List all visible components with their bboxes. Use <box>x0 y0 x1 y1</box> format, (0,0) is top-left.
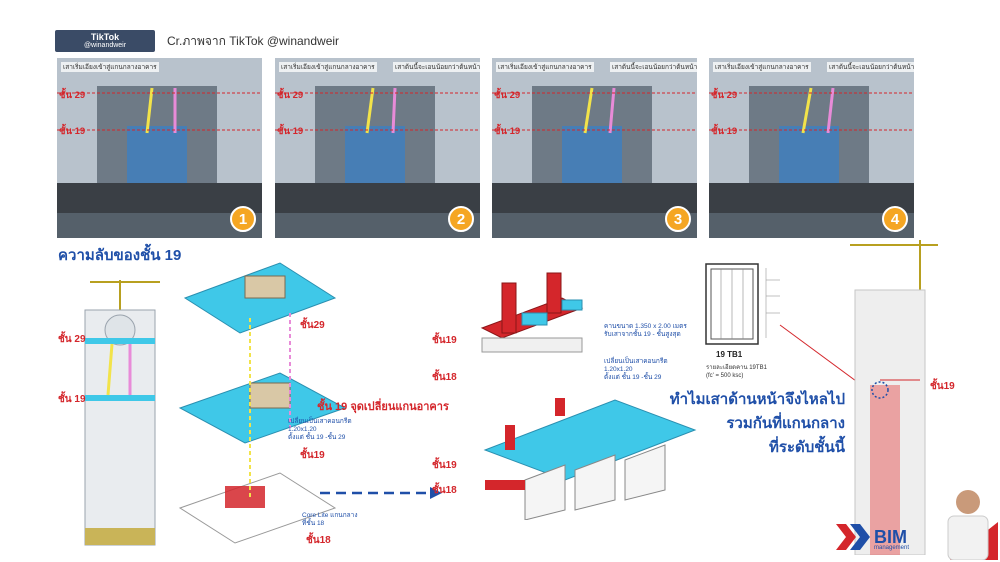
frame-1-floor-19: ชั้น 19 <box>59 126 86 137</box>
why-line-1: ทำไมเสาด้านหน้าจึงไหลไป <box>669 391 845 408</box>
frame-1-floor-29: ชั้น 29 <box>59 90 86 101</box>
bim-chevrons-icon <box>836 524 870 550</box>
frame-4-floor-19: ชั้น 19 <box>711 126 738 137</box>
why-line-2: รวมกันที่แกนกลาง <box>726 415 845 432</box>
tiktok-logo: TikTok @winandweir <box>55 30 155 52</box>
frame-3-floor-29: ชั้น 29 <box>494 90 521 101</box>
exploded-floors-view <box>178 262 347 544</box>
building-photo-3 <box>492 58 697 238</box>
image-credit: Cr.ภาพจาก TikTok @winandweir <box>167 33 340 48</box>
frame-4-caption-left: เสาเริ่มเอียงเข้าสู่แกนกลางอาคาร <box>713 62 811 72</box>
beam-section-subtitle: รายละเอียดคาน 19TB1 (fc' = 500 ksc) <box>706 365 767 381</box>
photo-frame-2: เสาเริ่มเอียงเข้าสู่แกนกลางอาคาร เสาต้นน… <box>275 58 480 238</box>
frame-2-floor-19: ชั้น 19 <box>277 126 304 137</box>
detail-floor-19-bottom: ชั้น19 <box>432 460 457 471</box>
left-building-floor-19: ชั้น 19 <box>58 394 86 405</box>
beam-section-title: 19 TB1 <box>716 350 743 359</box>
core-structure-detail <box>483 398 697 520</box>
photo-frame-3: เสาเริ่มเอียงเข้าสู่แกนกลางอาคาร เสาต้นน… <box>492 58 697 238</box>
frame-3-caption-left: เสาเริ่มเอียงเข้าสู่แกนกลางอาคาร <box>496 62 594 72</box>
section-title: ความลับของชั้น 19 <box>58 247 182 264</box>
bim-logo-text: BIM <box>874 527 907 547</box>
beam-section-drawing <box>705 263 780 345</box>
transfer-floor-title: ชั้น 19 จุดเปลี่ยนแกนอาคาร <box>317 401 449 413</box>
frame-3-floor-19: ชั้น 19 <box>494 126 521 137</box>
right-building-floor-19: ชั้น19 <box>930 381 955 392</box>
tiktok-logo-handle: @winandweir <box>83 42 127 49</box>
photo-frame-1: เสาเริ่มเอียงเข้าสู่แกนกลางอาคาร ชั้น 29… <box>57 58 262 238</box>
photo-frame-4: เสาเริ่มเอียงเข้าสู่แกนกลางอาคาร เสาต้นน… <box>709 58 914 238</box>
frame-4-floor-29: ชั้น 29 <box>711 90 738 101</box>
exploded-floor-18: ชั้น18 <box>306 535 331 546</box>
detail-floor-18-top: ชั้น18 <box>432 372 457 383</box>
tiktok-logo-name: TikTok <box>90 32 120 42</box>
frame-4-caption-right: เสาต้นนี้จะเอนน้อยกว่าต้นหน้า <box>827 62 914 72</box>
header: TikTok @winandweir Cr.ภาพจาก TikTok @win… <box>55 30 339 52</box>
frame-1-caption-left: เสาเริ่มเอียงเข้าสู่แกนกลางอาคาร <box>61 62 159 72</box>
frame-3-caption-right: เสาต้นนี้จะเอนน้อยกว่าต้นหน้า <box>610 62 697 72</box>
frame-3-number-badge: 3 <box>665 206 691 232</box>
left-building-model <box>84 280 160 546</box>
beam-size-note: คานขนาด 1.350 x 2.00 เมตร รับเสาจากชั้น … <box>604 323 687 339</box>
frame-4-number-badge: 4 <box>882 206 908 232</box>
column-size-note: เปลี่ยนเป็นเสาคอนกรีต 1.20x1.20 ตั้งแต่ … <box>604 358 668 382</box>
beam-section-spec: (fc' = 500 ksc) <box>706 372 744 379</box>
transfer-column-note: เปลี่ยนเป็นเสาคอนกรีต 1.20x1.20 ตั้งแต่ … <box>288 418 352 442</box>
beam-section-subtitle-text: รายละเอียดคาน 19TB1 <box>706 365 767 371</box>
frame-2-number-badge: 2 <box>448 206 474 232</box>
building-photo-1 <box>57 58 262 238</box>
bim-logo: BIM management <box>836 523 910 551</box>
exploded-floor-19: ชั้น19 <box>300 450 325 461</box>
frame-1-number-badge: 1 <box>230 206 256 232</box>
detail-floor-18-bottom: ชั้น18 <box>432 485 457 496</box>
left-building-floor-29: ชั้น 29 <box>58 334 86 345</box>
building-photo-4 <box>709 58 914 238</box>
bim-logo-subtext: management <box>874 545 910 551</box>
presenter-photo <box>947 490 998 560</box>
building-photo-2 <box>275 58 480 238</box>
frame-2-caption-right: เสาต้นนี้จะเอนน้อยกว่าต้นหน้า <box>393 62 480 72</box>
transfer-beam-detail <box>480 272 584 353</box>
frame-2-floor-29: ชั้น 29 <box>277 90 304 101</box>
detail-floor-19-top: ชั้น19 <box>432 335 457 346</box>
dashed-arrow <box>320 487 442 499</box>
why-line-3: ที่ระดับชั้นนี้ <box>769 439 845 456</box>
core-lite-note: Core Lite แกนกลาง ที่ชั้น 18 <box>302 512 358 528</box>
right-building-model <box>779 240 938 555</box>
exploded-floor-29: ชั้น29 <box>300 320 325 331</box>
frame-2-caption-left: เสาเริ่มเอียงเข้าสู่แกนกลางอาคาร <box>279 62 377 72</box>
why-question: ทำไมเสาด้านหน้าจึงไหลไป รวมกันที่แกนกลาง… <box>615 388 845 460</box>
